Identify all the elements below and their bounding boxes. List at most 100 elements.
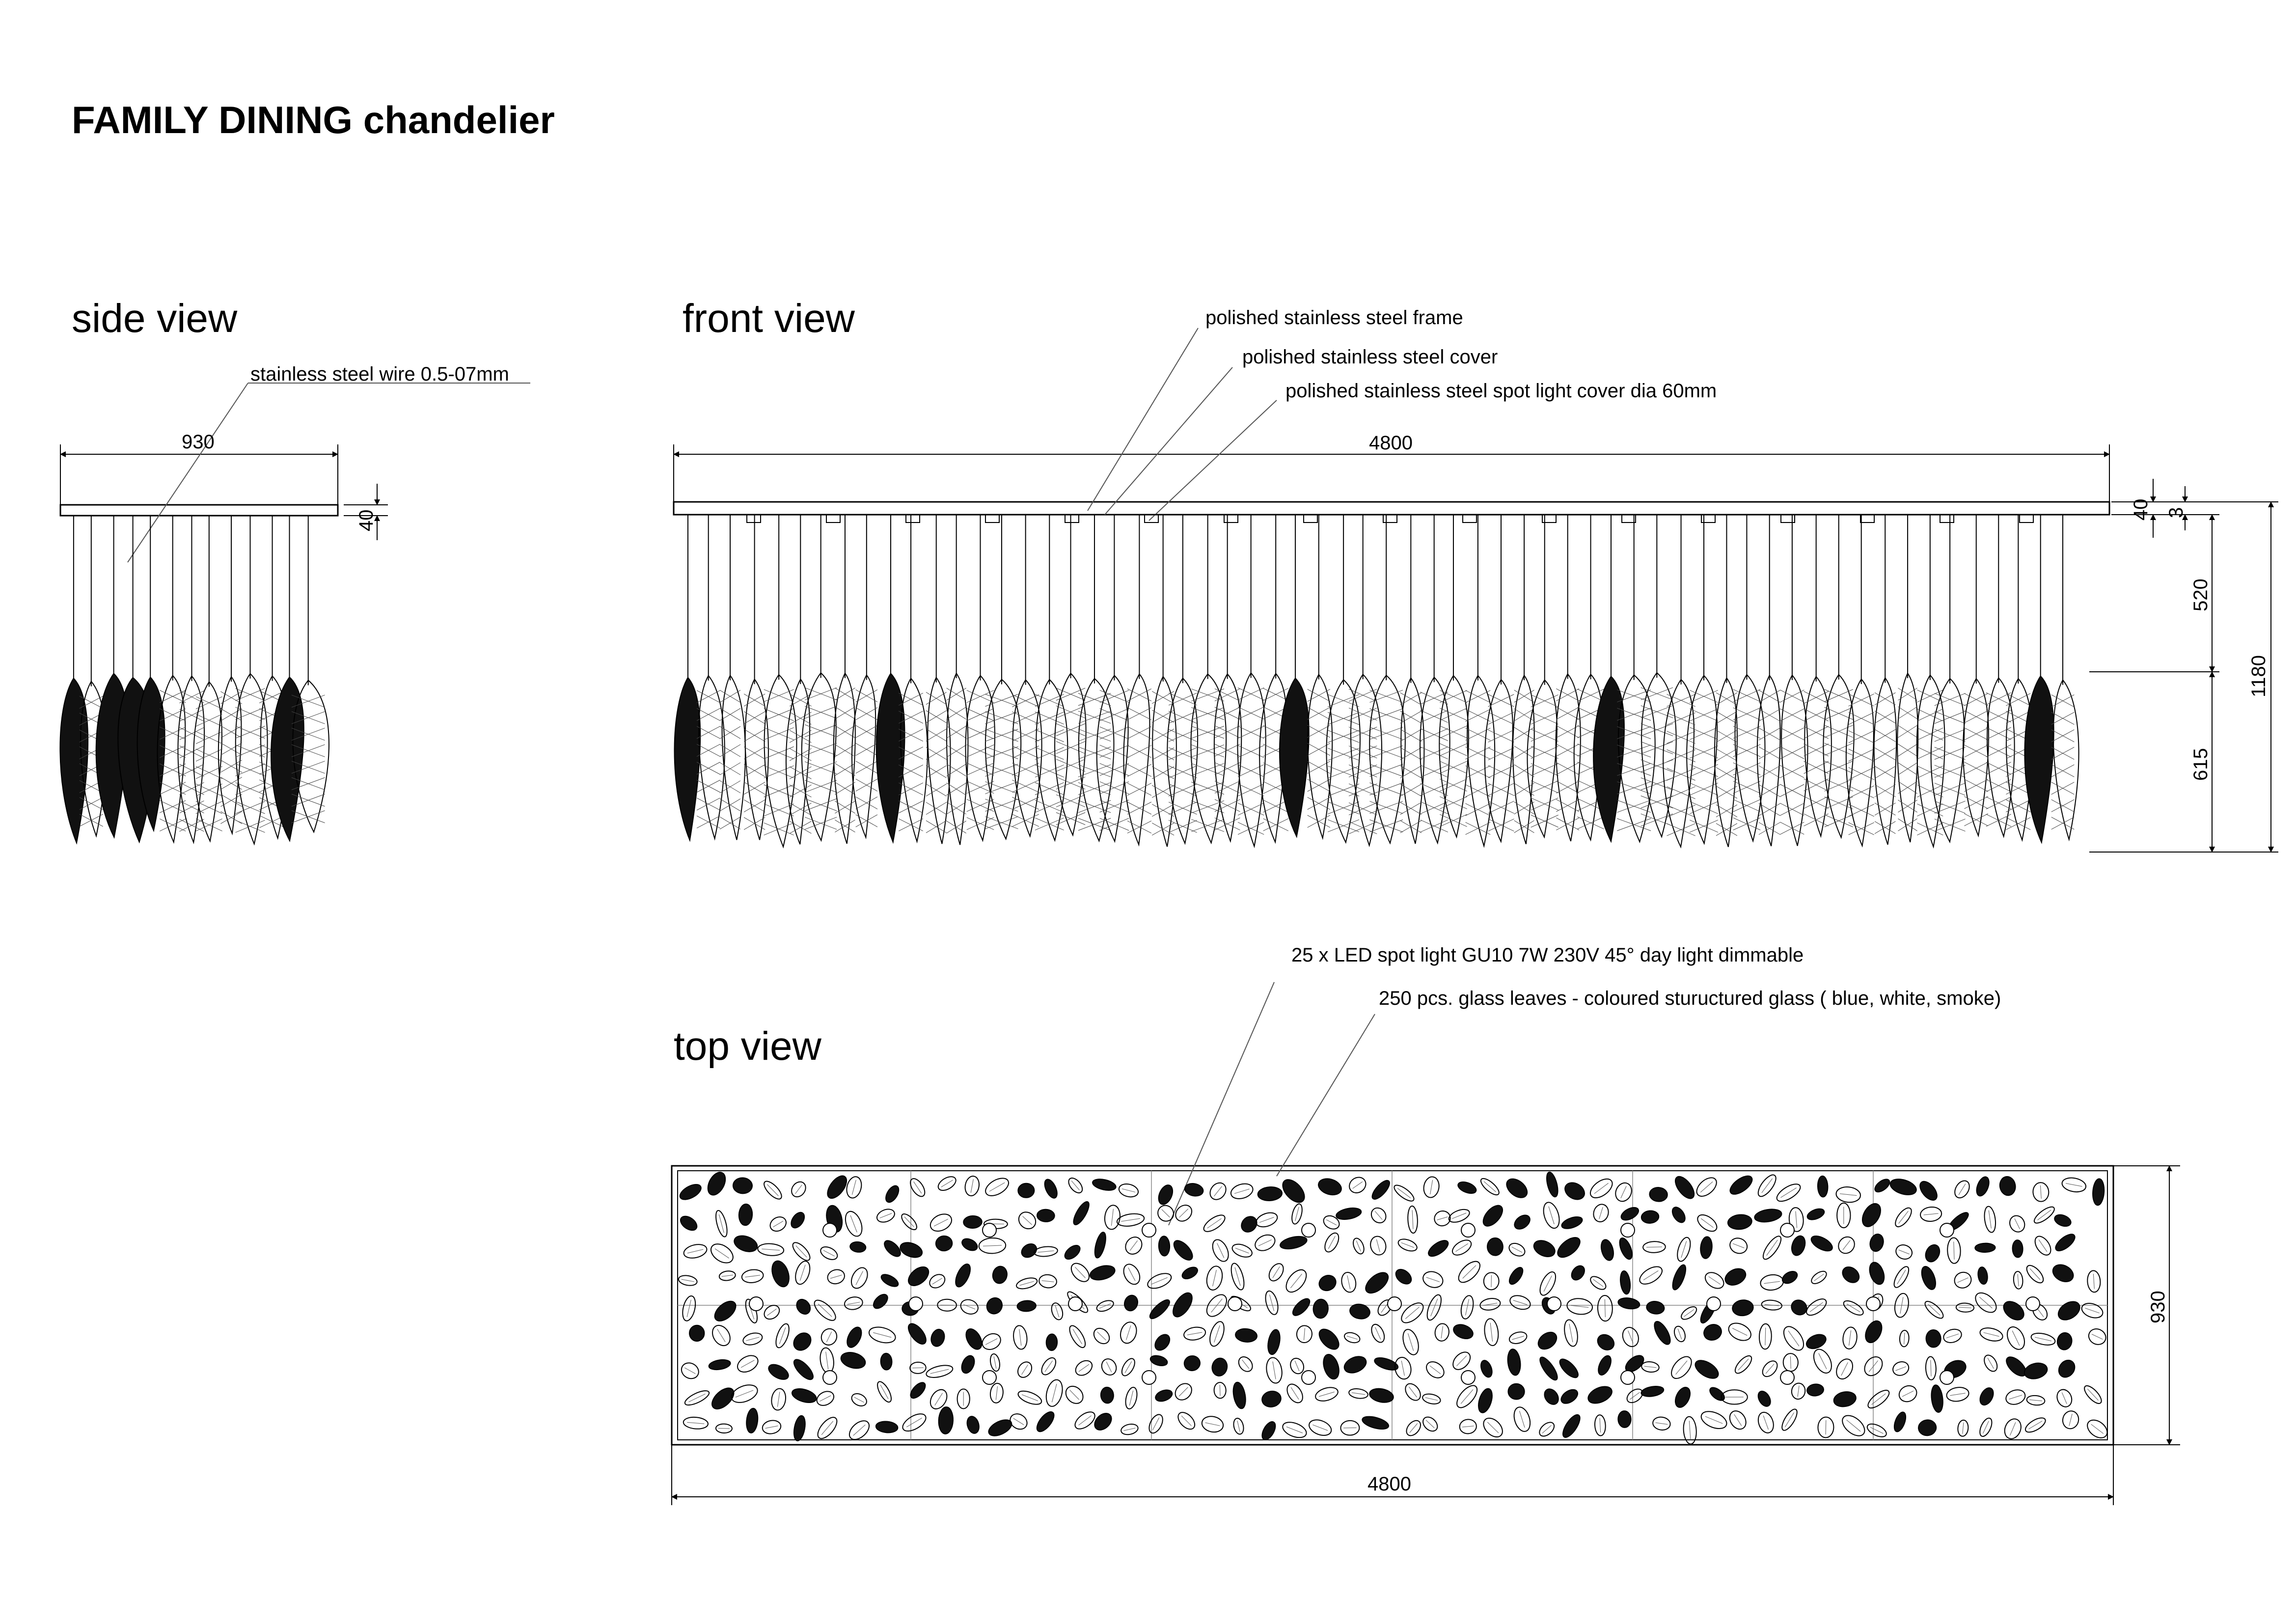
side-width-label: 930 [182, 431, 215, 453]
side-leaf [218, 516, 242, 836]
front-leaf [674, 515, 701, 842]
top-leaf [1034, 1246, 1058, 1257]
top-leaf [1543, 1202, 1560, 1229]
top-leaf [1209, 1182, 1227, 1200]
top-leaf [1508, 1242, 1526, 1257]
top-leaf [1261, 1421, 1276, 1440]
top-leaf [1149, 1355, 1168, 1367]
wire-length-label: 520 [2190, 578, 2212, 611]
total-height-label: 1180 [2248, 655, 2269, 697]
top-leaf [1175, 1205, 1193, 1222]
front-leaf [1663, 515, 1695, 849]
front-leaf [1096, 515, 1129, 843]
top-leaf [2023, 1362, 2048, 1379]
front-leaf [1823, 515, 1855, 839]
top-leaf [1039, 1274, 1057, 1289]
top-leaf [738, 1203, 753, 1226]
top-leaf [2030, 1332, 2056, 1346]
top-leaf [1546, 1171, 1558, 1198]
front-frame-label: 40 [2130, 498, 2152, 521]
top-leaf [682, 1295, 696, 1321]
side-leaf [157, 516, 186, 844]
top-leaf [2088, 1328, 2106, 1345]
top-leaf [1177, 1412, 1196, 1430]
front-leaf [1897, 515, 1919, 843]
top-leaf [2056, 1332, 2073, 1350]
top-leaf [2012, 1239, 2023, 1258]
top-leaf [1422, 1416, 1438, 1432]
top-leaf [1984, 1206, 1996, 1233]
top-leaf [1318, 1275, 1337, 1292]
top-leaf [1460, 1295, 1474, 1320]
top-leaf [1734, 1355, 1752, 1374]
top-leaf [1652, 1416, 1671, 1431]
top-leaf [1211, 1357, 1228, 1376]
front-leaf [1804, 515, 1832, 838]
top-leaf [681, 1362, 699, 1379]
top-leaf [929, 1213, 952, 1232]
top-leaf [1590, 1276, 1607, 1290]
top-leaf [764, 1305, 780, 1320]
top-leaf [1895, 1207, 1912, 1228]
top-leaf [1256, 1212, 1278, 1228]
top-leaf [1869, 1262, 1885, 1285]
top-leaf [1696, 1177, 1717, 1197]
top-leaf [1423, 1176, 1440, 1198]
top-leaf [2087, 1270, 2101, 1293]
top-leaf [1615, 1182, 1632, 1202]
top-leaf [1979, 1387, 1994, 1406]
top-leaf [1426, 1361, 1445, 1378]
top-leaf [875, 1421, 899, 1433]
top-leaf [1406, 1420, 1421, 1436]
top-leaf [1919, 1181, 1938, 1201]
top-leaf [1788, 1207, 1804, 1232]
top-leaf [731, 1384, 758, 1403]
top-leaf [1625, 1355, 1644, 1373]
front-leaf [1916, 515, 1945, 849]
top-leaf [1309, 1419, 1332, 1436]
top-width-label: 4800 [1367, 1473, 1411, 1495]
top-leaf [1340, 1420, 1360, 1436]
front-leaf [2024, 515, 2054, 844]
top-leaf [1257, 1186, 1283, 1201]
top-leaf [1954, 1271, 1972, 1289]
top-leaf [1954, 1180, 1970, 1199]
front-spot-cover [1860, 514, 1875, 523]
top-leaf [1291, 1203, 1303, 1225]
top-leaf [684, 1390, 710, 1406]
top-leaf [1343, 1356, 1367, 1374]
top-leaf [1265, 1290, 1279, 1315]
top-leaf [796, 1298, 811, 1315]
top-leaf [1349, 1303, 1370, 1320]
side-leaf [291, 516, 329, 833]
top-leaf [1893, 1266, 1910, 1288]
front-leaf [1873, 515, 1897, 845]
top-leaf [793, 1415, 806, 1441]
top-leaf [1336, 1207, 1362, 1220]
top-leaf [1728, 1322, 1751, 1341]
top-leaf [1597, 1294, 1613, 1322]
top-leaf [771, 1260, 790, 1288]
top-leaf [2087, 1419, 2108, 1438]
top-leaf [1068, 1177, 1083, 1194]
top-leaf [877, 1381, 892, 1403]
top-spot-light [1142, 1370, 1156, 1385]
front-view-title: front view [683, 296, 855, 341]
top-leaf [1094, 1413, 1112, 1431]
top-leaf [1483, 1272, 1500, 1291]
top-leaf [712, 1324, 731, 1347]
front-leaf [1465, 515, 1496, 848]
front-leaders [1087, 328, 1277, 521]
top-leaf [1544, 1388, 1559, 1405]
top-leaf [1090, 1265, 1116, 1281]
top-leaf [847, 1326, 862, 1348]
front-leaf [1369, 515, 1406, 845]
top-leaf [1480, 1360, 1493, 1378]
top-leaf [851, 1393, 867, 1406]
top-leaf [1806, 1298, 1827, 1316]
top-spot-light [1142, 1223, 1156, 1238]
top-leaf [1946, 1387, 1969, 1402]
top-leaf [734, 1235, 758, 1252]
top-leaf [1943, 1328, 1962, 1343]
